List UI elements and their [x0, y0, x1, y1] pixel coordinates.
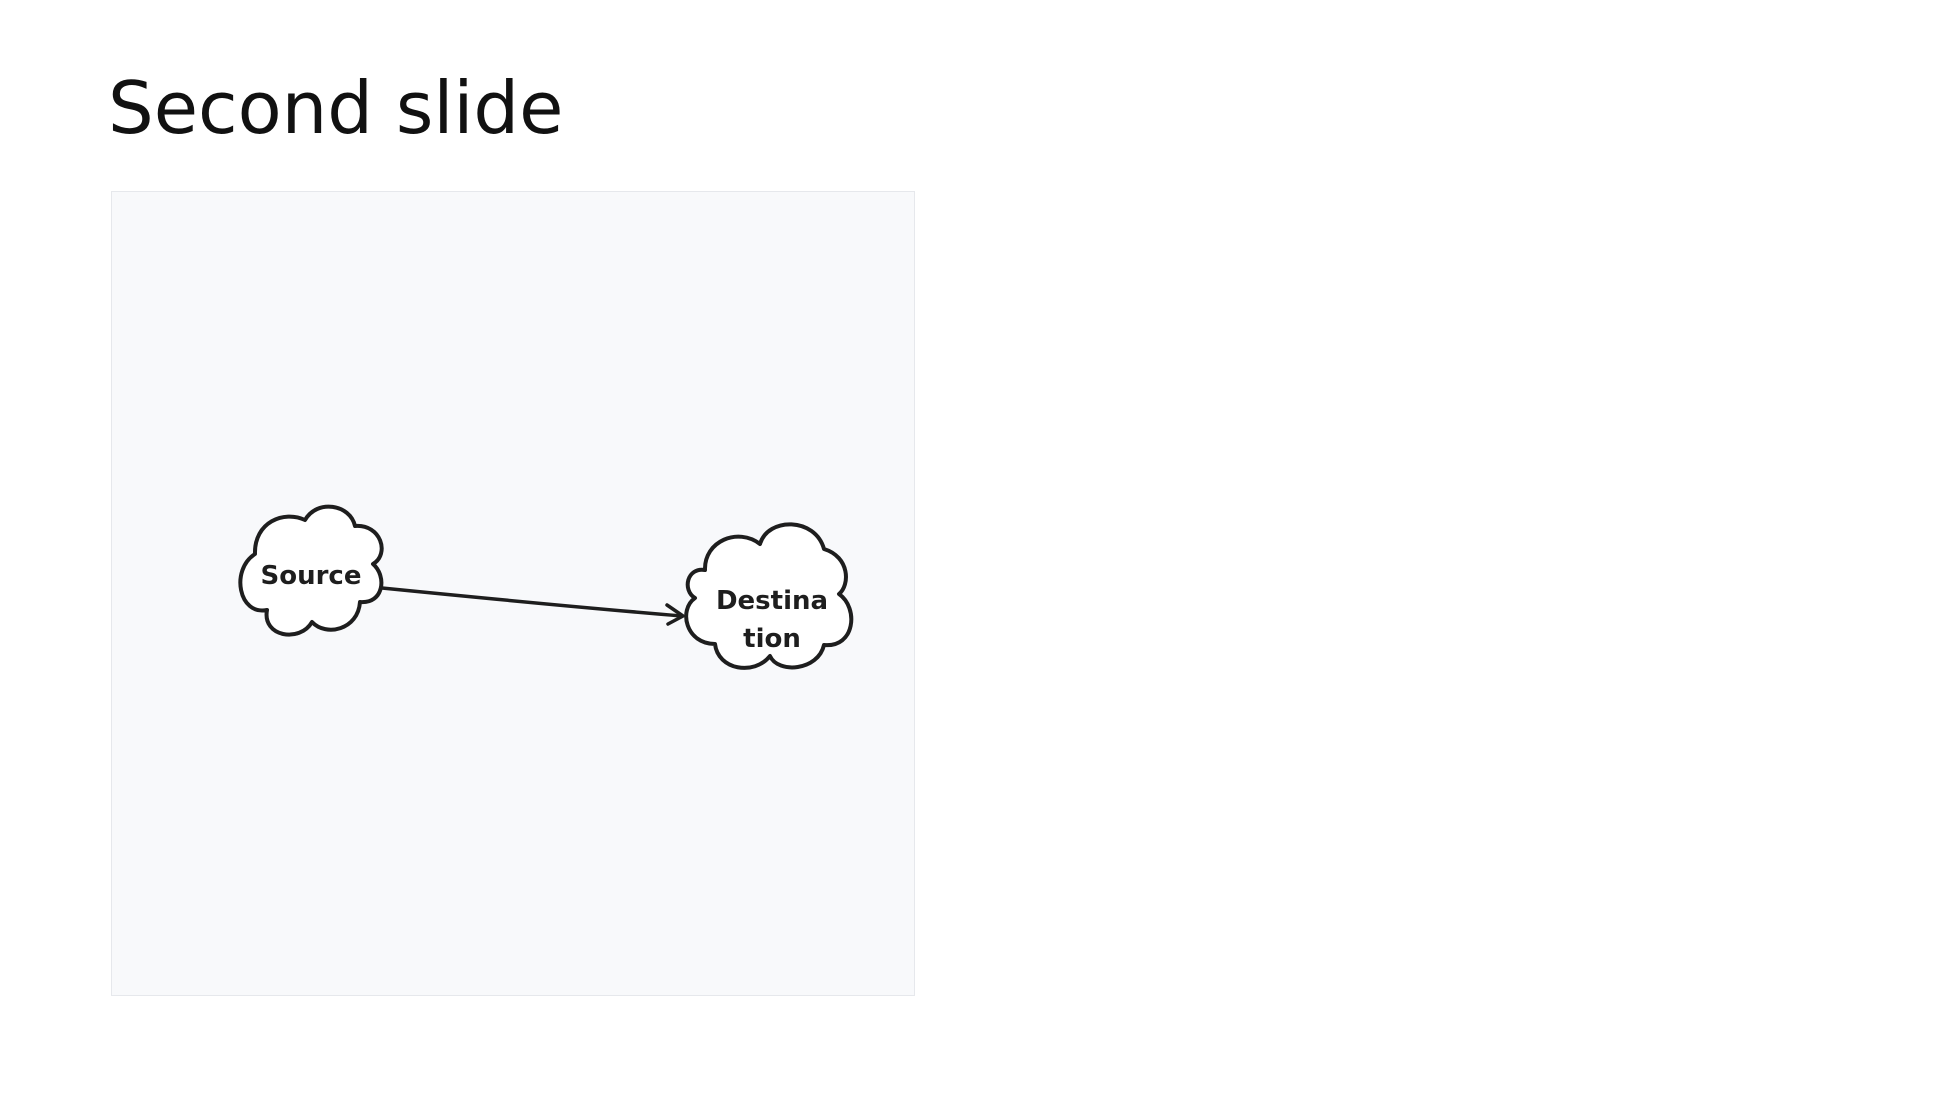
diagram-svg: Source Destina tion: [238, 504, 854, 670]
diagram-canvas: Source Destina tion: [111, 191, 915, 996]
node-label-source: Source: [261, 561, 362, 591]
edge-line: [380, 586, 684, 618]
slide-title: Second slide: [108, 66, 564, 150]
node-destination[interactable]: Destina tion: [684, 522, 854, 670]
arrowhead-icon: [665, 603, 685, 626]
node-label-destination-line-1: Destina: [716, 586, 828, 616]
node-source[interactable]: Source: [238, 504, 384, 637]
edge-source-to-destination[interactable]: [380, 586, 685, 626]
cloud-shape-icon: [238, 504, 384, 637]
cloud-shape-icon: [684, 522, 854, 670]
node-label-destination-line-2: tion: [743, 624, 801, 654]
